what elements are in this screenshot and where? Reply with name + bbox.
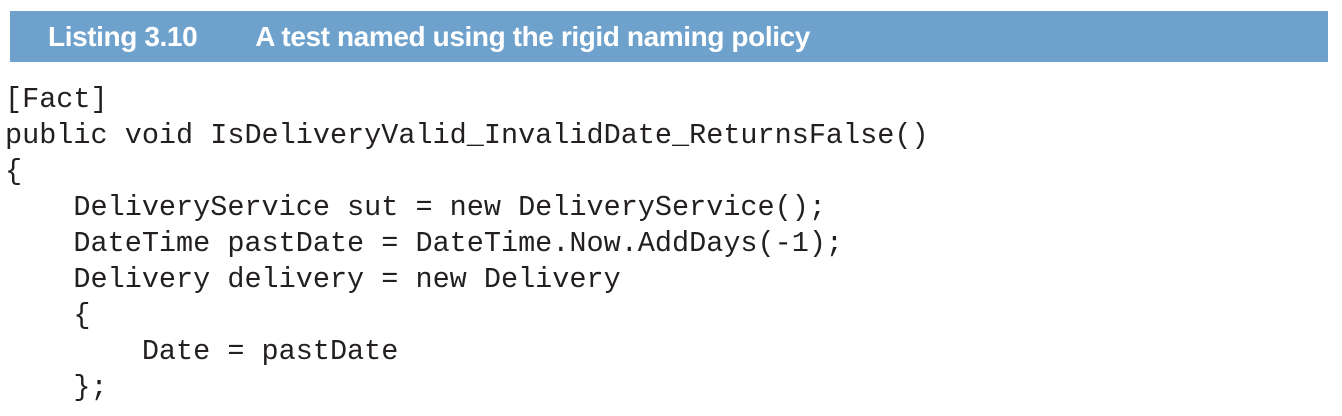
code-line: DeliveryService sut = new DeliveryServic… xyxy=(5,191,826,224)
code-line: Delivery delivery = new Delivery xyxy=(5,263,621,296)
listing-label: Listing 3.10 xyxy=(48,20,198,52)
listing-header: Listing 3.10 A test named using the rigi… xyxy=(10,11,1328,62)
code-line: }; xyxy=(5,371,108,404)
code-line: { xyxy=(5,155,23,188)
code-line: DateTime pastDate = DateTime.Now.AddDays… xyxy=(5,227,844,260)
code-line: [Fact] xyxy=(5,83,108,116)
code-line: Date = pastDate xyxy=(5,335,399,368)
code-block: [Fact]public void IsDeliveryValid_Invali… xyxy=(5,82,929,406)
code-line: { xyxy=(5,299,91,332)
listing-title: A test named using the rigid naming poli… xyxy=(255,20,810,52)
code-line: public void IsDeliveryValid_InvalidDate_… xyxy=(5,119,929,152)
